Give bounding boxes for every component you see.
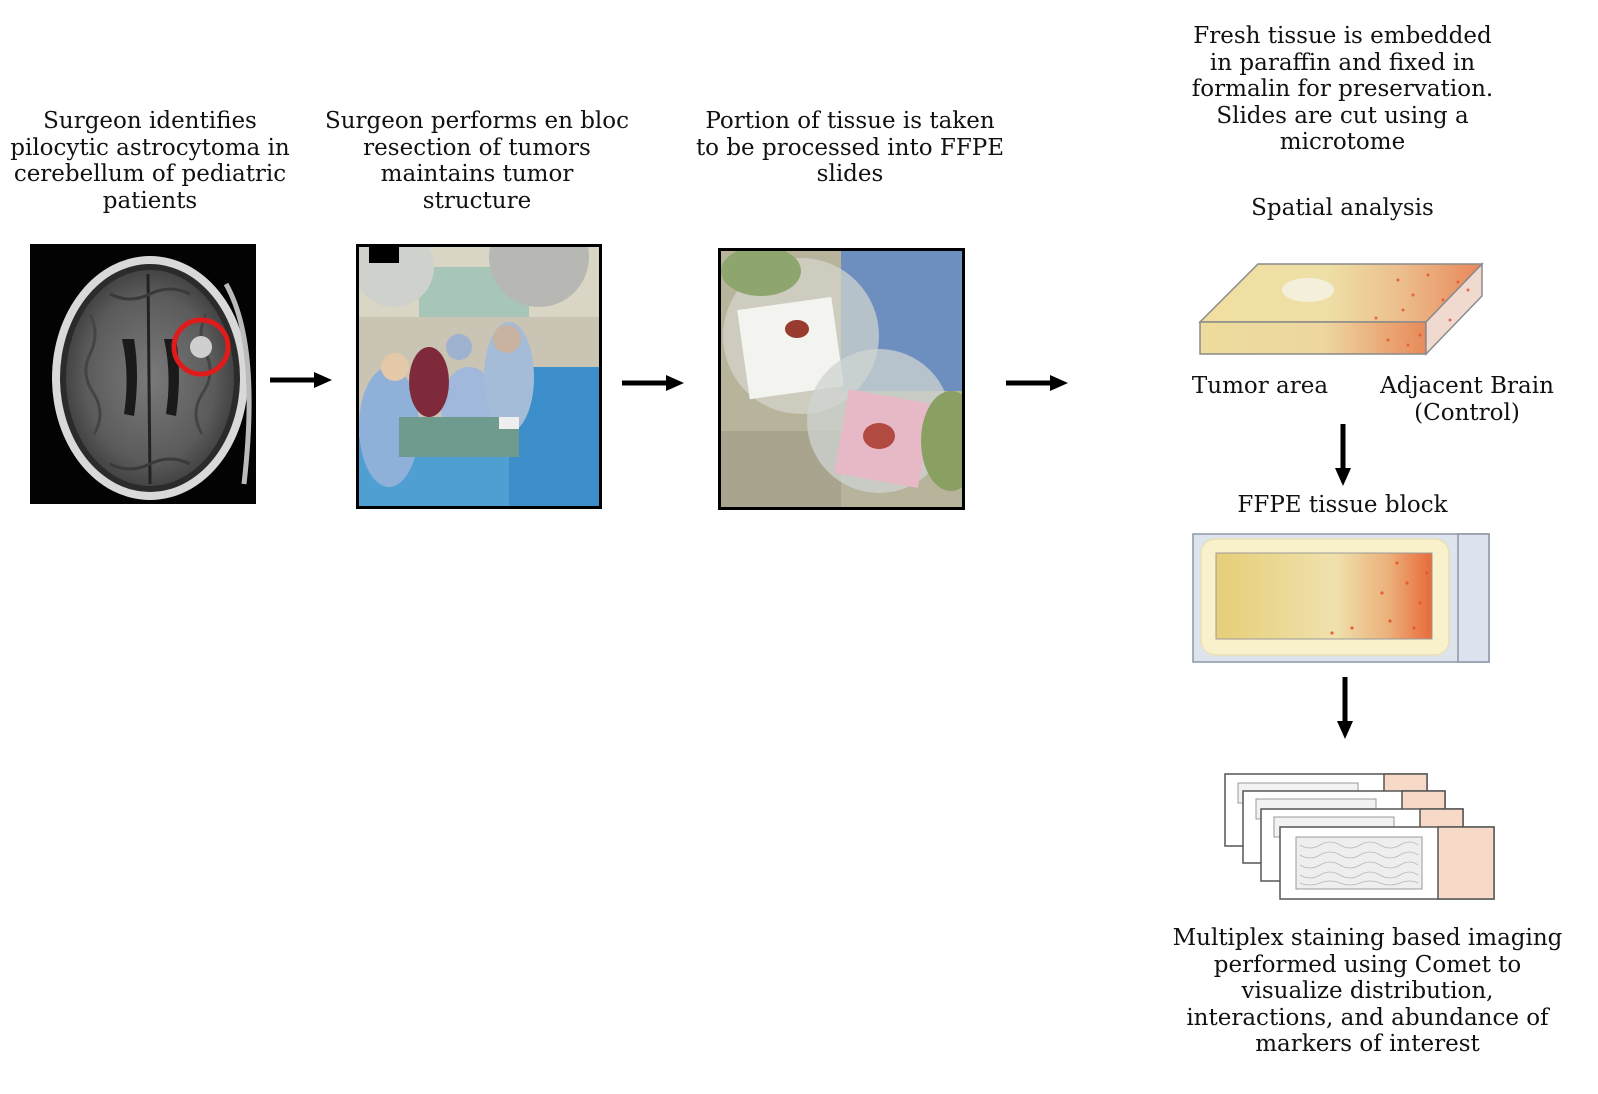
step2-caption: Surgeon performs en bloc resection of tu… xyxy=(324,108,630,214)
arrow-right-2 xyxy=(622,373,684,393)
mri-brain-image xyxy=(30,244,256,504)
ffpe-block-slide xyxy=(1192,533,1490,663)
final-caption: Multiplex staining based imaging perform… xyxy=(1172,925,1563,1057)
arrow-down-1 xyxy=(1333,424,1353,486)
step3-caption: Portion of tissue is taken to be process… xyxy=(695,108,1005,187)
spatial-analysis-title: Spatial analysis xyxy=(1251,195,1434,221)
tissue-dish-photo xyxy=(718,248,965,510)
tissue-slab-diagram xyxy=(1198,260,1488,360)
surgery-photo xyxy=(356,244,602,509)
ffpe-block-title: FFPE tissue block xyxy=(1237,492,1448,518)
multiplex-slide-stack xyxy=(1224,773,1496,903)
arrow-right-3 xyxy=(1006,373,1068,393)
adjacent-brain-label: Adjacent Brain (Control) xyxy=(1380,373,1554,426)
step4-caption: Fresh tissue is embedded in paraffin and… xyxy=(1191,23,1494,155)
tumor-area-label: Tumor area xyxy=(1191,373,1329,399)
step1-caption: Surgeon identifies pilocytic astrocytoma… xyxy=(10,108,290,214)
arrow-down-2 xyxy=(1335,677,1355,739)
arrow-right-1 xyxy=(270,370,332,390)
